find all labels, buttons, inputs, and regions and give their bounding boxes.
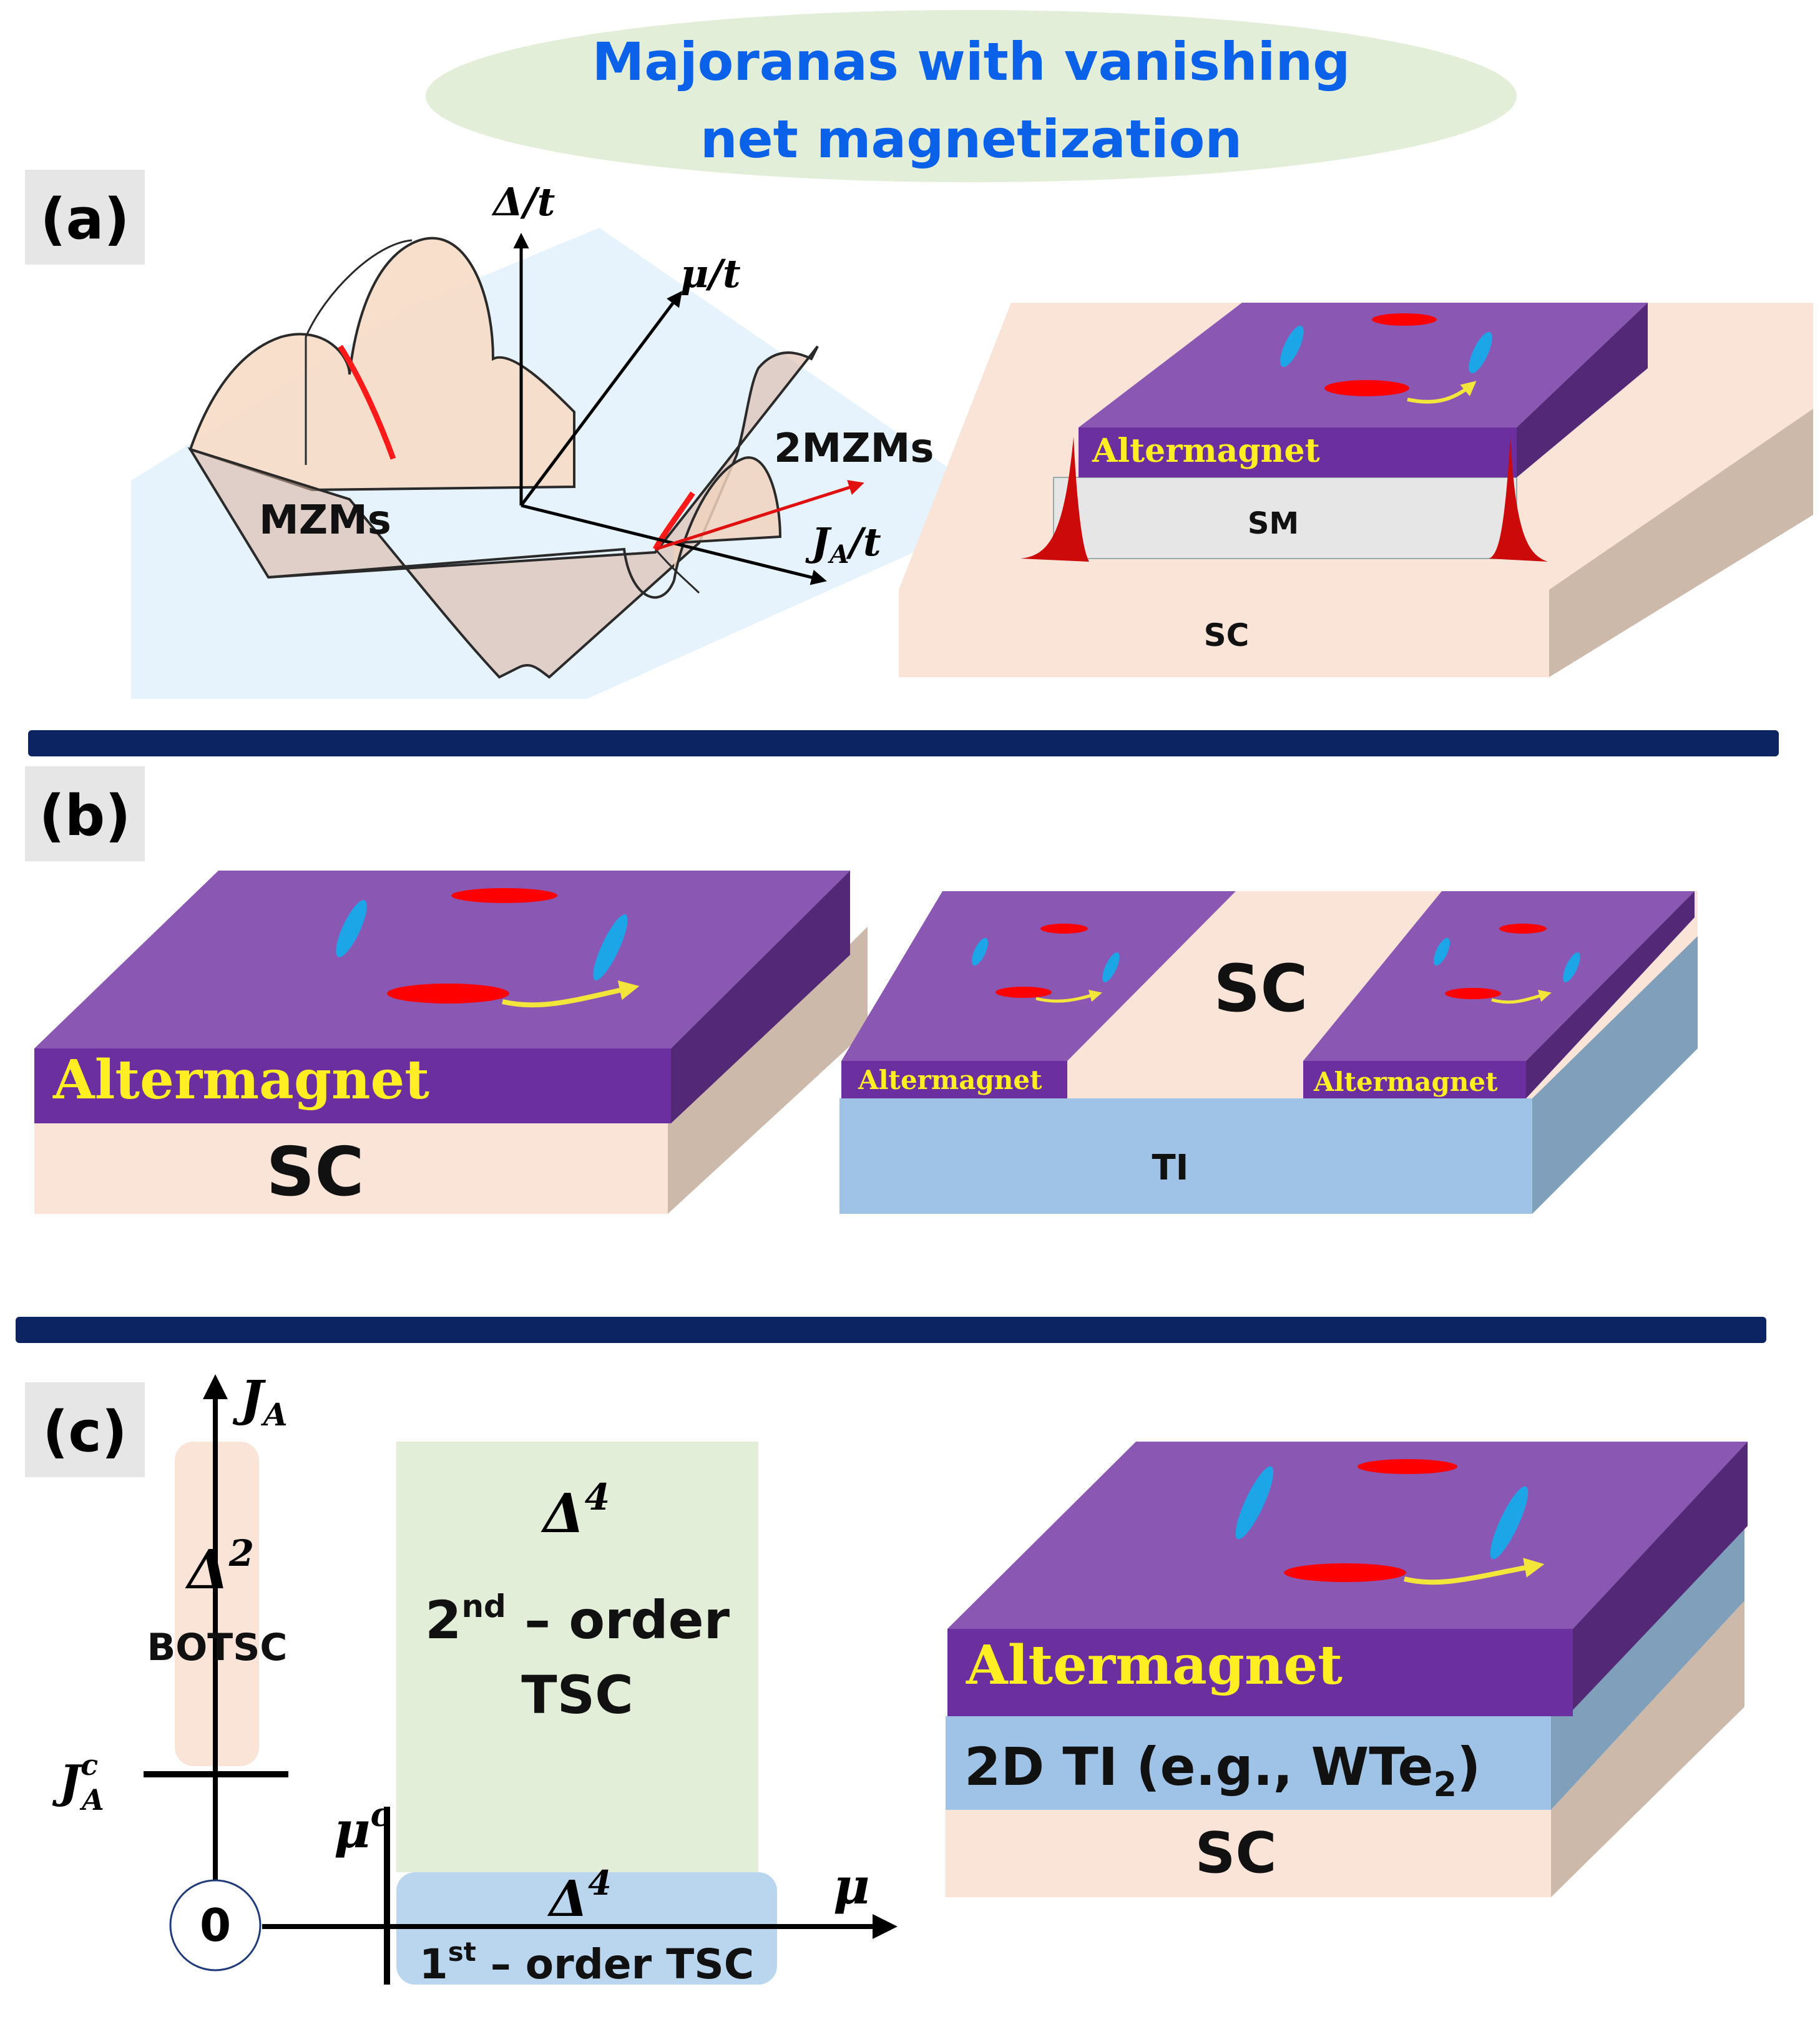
ti-label-c: 2D TI (e.g., WTe2) — [964, 1736, 1480, 1804]
panel-a-label: (a) — [41, 187, 130, 252]
altermagnet-side-c — [1573, 1442, 1748, 1710]
ti-front-c — [946, 1716, 1551, 1810]
altermagnet-top-b — [34, 871, 850, 1048]
altermagnet-label-b: Altermagnet — [52, 1048, 429, 1111]
altermagnet-front-a — [1079, 427, 1517, 477]
mzm-red-curve-left — [338, 344, 396, 460]
sc-front-c — [946, 1810, 1551, 1897]
ti-label: TI — [1152, 1148, 1188, 1188]
ti-side-c — [1551, 1517, 1744, 1810]
divider-top — [28, 730, 1779, 756]
sc-slab-front — [899, 590, 1549, 677]
altermagnet-front-c — [947, 1629, 1573, 1716]
blue-lobe-left — [1280, 325, 1304, 368]
panel-a: (a) Δ/t μ/t JA/t MZMs 2MZMs SC — [25, 170, 1813, 699]
ja-axis-label: JA/t — [805, 519, 881, 569]
origin-label: 0 — [200, 1899, 231, 1952]
altermagnet-strip-left-label: Altermagnet — [858, 1065, 1042, 1095]
mzms-label: MZMs — [259, 497, 391, 544]
altermagnet-strip-right-label: Altermagnet — [1313, 1067, 1498, 1097]
panel-b-label-box — [25, 766, 145, 861]
spin-rotation-arrow-a — [1407, 381, 1477, 404]
first-order-delta: Δ4 — [547, 1863, 612, 1928]
botsc-label: BOTSC — [147, 1626, 288, 1669]
second-order-line1: 2nd – order — [425, 1588, 730, 1651]
altermagnet-top-a — [1079, 303, 1648, 427]
spin-rotation-arrow-b-left — [502, 980, 640, 1008]
second-order-region — [396, 1442, 758, 1872]
altermagnet-label-a: Altermagnet — [1092, 432, 1320, 470]
sc-side-c — [1551, 1601, 1744, 1897]
panel-c-label-box — [25, 1382, 145, 1477]
two-mzms-label: 2MZMs — [774, 426, 934, 472]
panel-c-label: (c) — [42, 1399, 127, 1465]
banner-line-2: net magnetization — [700, 109, 1242, 170]
ti-front — [839, 1098, 1532, 1214]
majorana-peak-right — [1489, 437, 1548, 562]
mzm-pointer-arrow — [655, 480, 864, 551]
origin-marker — [169, 1879, 262, 1971]
sc-label-b: SC — [266, 1133, 364, 1211]
mu-axis-label: μ/t — [680, 251, 741, 296]
altermagnet-label-c: Altermagnet — [966, 1634, 1343, 1697]
blue-lobe-right — [1469, 331, 1492, 374]
title-banner: Majoranas with vanishing net magnetizati… — [426, 10, 1517, 182]
sc-side-b — [668, 927, 868, 1214]
divider-bottom — [16, 1317, 1766, 1343]
majorana-peak-left — [1020, 437, 1089, 562]
delta-axis-label: Δ/t — [491, 179, 555, 225]
altermagnet-side-a — [1517, 303, 1648, 477]
botsc-order: Δ2 — [185, 1532, 254, 1601]
mu-critical-label: μc — [334, 1796, 390, 1859]
altermagnet-front-b — [34, 1048, 671, 1123]
device-a: SC SM Altermagnet — [899, 303, 1813, 677]
panel-b-label: (b) — [39, 783, 131, 849]
device-b-right: TI SC Altermagnet Altermagnet — [839, 891, 1698, 1214]
altermagnet-side-b — [671, 871, 850, 1123]
phase-surface-front — [187, 345, 819, 679]
sc-front-b — [34, 1123, 668, 1214]
red-lobe-top — [1372, 313, 1437, 326]
spin-rotation-arrow-c — [1404, 1558, 1545, 1585]
mu-axis-c-label: μ — [833, 1857, 870, 1915]
device-c: SC 2D TI (e.g., WTe2) Altermagnet — [946, 1442, 1748, 1897]
sc-label-a: SC — [1204, 617, 1250, 653]
sc-label-b-center: SC — [1213, 950, 1308, 1027]
sc-slab-side — [1549, 409, 1813, 677]
device-b-left: SC Altermagnet — [34, 871, 868, 1214]
panel-b: (b) SC Altermagnet TI SC Alt — [25, 766, 1698, 1214]
altermagnet-top-c — [947, 1442, 1748, 1629]
phase-surface-back — [188, 237, 575, 492]
sm-label: SM — [1248, 506, 1299, 541]
mzm-red-curve-right — [652, 491, 695, 551]
second-order-delta: Δ4 — [541, 1476, 610, 1545]
banner-line-1: Majoranas with vanishing — [592, 31, 1351, 92]
ti-side — [1532, 936, 1698, 1214]
ja-axis-c-label: JA — [232, 1370, 288, 1433]
panel-a-label-box — [25, 170, 145, 265]
mu-axis — [520, 291, 682, 507]
sc-label-c: SC — [1195, 1820, 1277, 1886]
red-lobe-bottom — [1324, 380, 1409, 396]
first-order-line: 1st – order TSC — [419, 1937, 754, 1988]
second-order-line2: TSC — [521, 1664, 633, 1726]
